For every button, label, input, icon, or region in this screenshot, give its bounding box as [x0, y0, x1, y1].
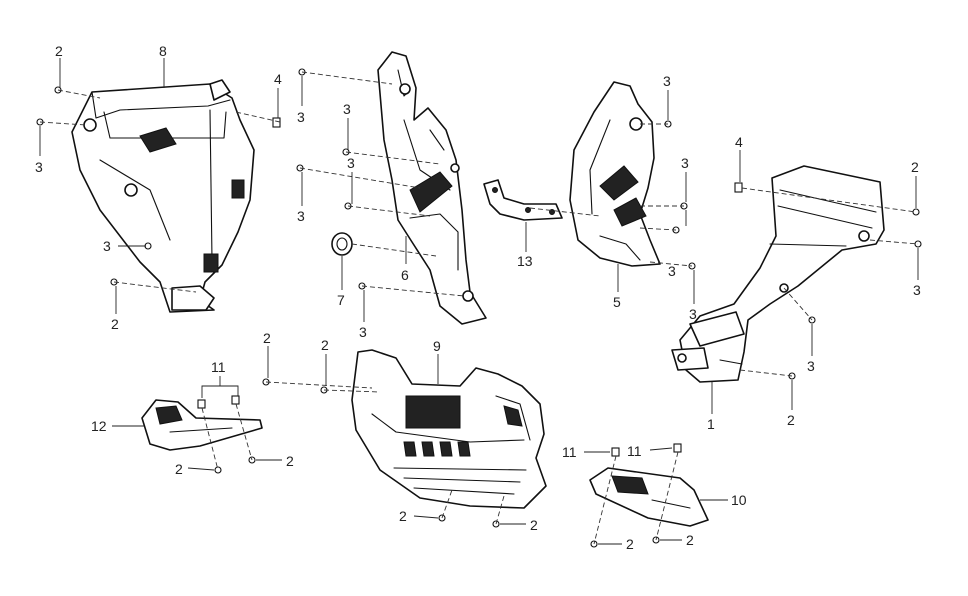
callout-3: 3: [668, 263, 676, 279]
callout-3: 3: [35, 159, 43, 175]
part-5-right-center-panel: [569, 81, 661, 267]
callout-11: 11: [562, 444, 577, 460]
callout-6: 6: [401, 267, 409, 283]
callout-2: 2: [787, 412, 795, 428]
callout-2: 2: [263, 330, 271, 346]
callout-3: 3: [343, 101, 351, 117]
part-12-left-small-guard: [141, 399, 263, 451]
callout-10: 10: [731, 492, 747, 508]
callout-3: 3: [359, 324, 367, 340]
leader-lines: [39, 58, 919, 545]
part-10-right-small-guard: [589, 467, 709, 527]
part-1-right-side-panel: [671, 165, 885, 383]
callout-5: 5: [613, 294, 621, 310]
callout-3: 3: [347, 155, 355, 171]
callout-3: 3: [689, 306, 697, 322]
callout-11: 11: [211, 359, 226, 375]
callout-2: 2: [55, 43, 63, 59]
callout-3: 3: [681, 155, 689, 171]
callout-2: 2: [321, 337, 329, 353]
assembly-lines: [39, 71, 919, 545]
callout-2: 2: [286, 453, 294, 469]
callout-labels: 2 8 3 3 2 4 3 3 3 3 6 7 3 13 5 3 3 3 3 4…: [35, 43, 921, 552]
callout-2: 2: [686, 532, 694, 548]
callout-9: 9: [433, 338, 441, 354]
callout-13: 13: [517, 253, 533, 269]
callout-3: 3: [297, 208, 305, 224]
part-7-rubber-plug: [331, 232, 353, 256]
callout-3: 3: [103, 238, 111, 254]
callout-3: 3: [663, 73, 671, 89]
part-13-small-bracket: [483, 179, 563, 221]
callout-2: 2: [626, 536, 634, 552]
callout-2: 2: [175, 461, 183, 477]
callout-4: 4: [274, 71, 282, 87]
callout-3: 3: [297, 109, 305, 125]
callout-2: 2: [111, 316, 119, 332]
part-6-center-bracket: [377, 51, 487, 325]
callout-12: 12: [91, 418, 107, 434]
callout-2: 2: [399, 508, 407, 524]
callout-1: 1: [707, 416, 715, 432]
part-8-left-side-panel: [71, 79, 255, 313]
callout-2: 2: [530, 517, 538, 533]
callout-3: 3: [807, 358, 815, 374]
callout-4: 4: [735, 134, 743, 150]
callout-2: 2: [911, 159, 919, 175]
callout-7: 7: [337, 292, 345, 308]
callout-8: 8: [159, 43, 167, 59]
callout-11: 11: [627, 443, 642, 459]
part-9-skid-plate: [351, 349, 547, 509]
callout-3: 3: [913, 282, 921, 298]
